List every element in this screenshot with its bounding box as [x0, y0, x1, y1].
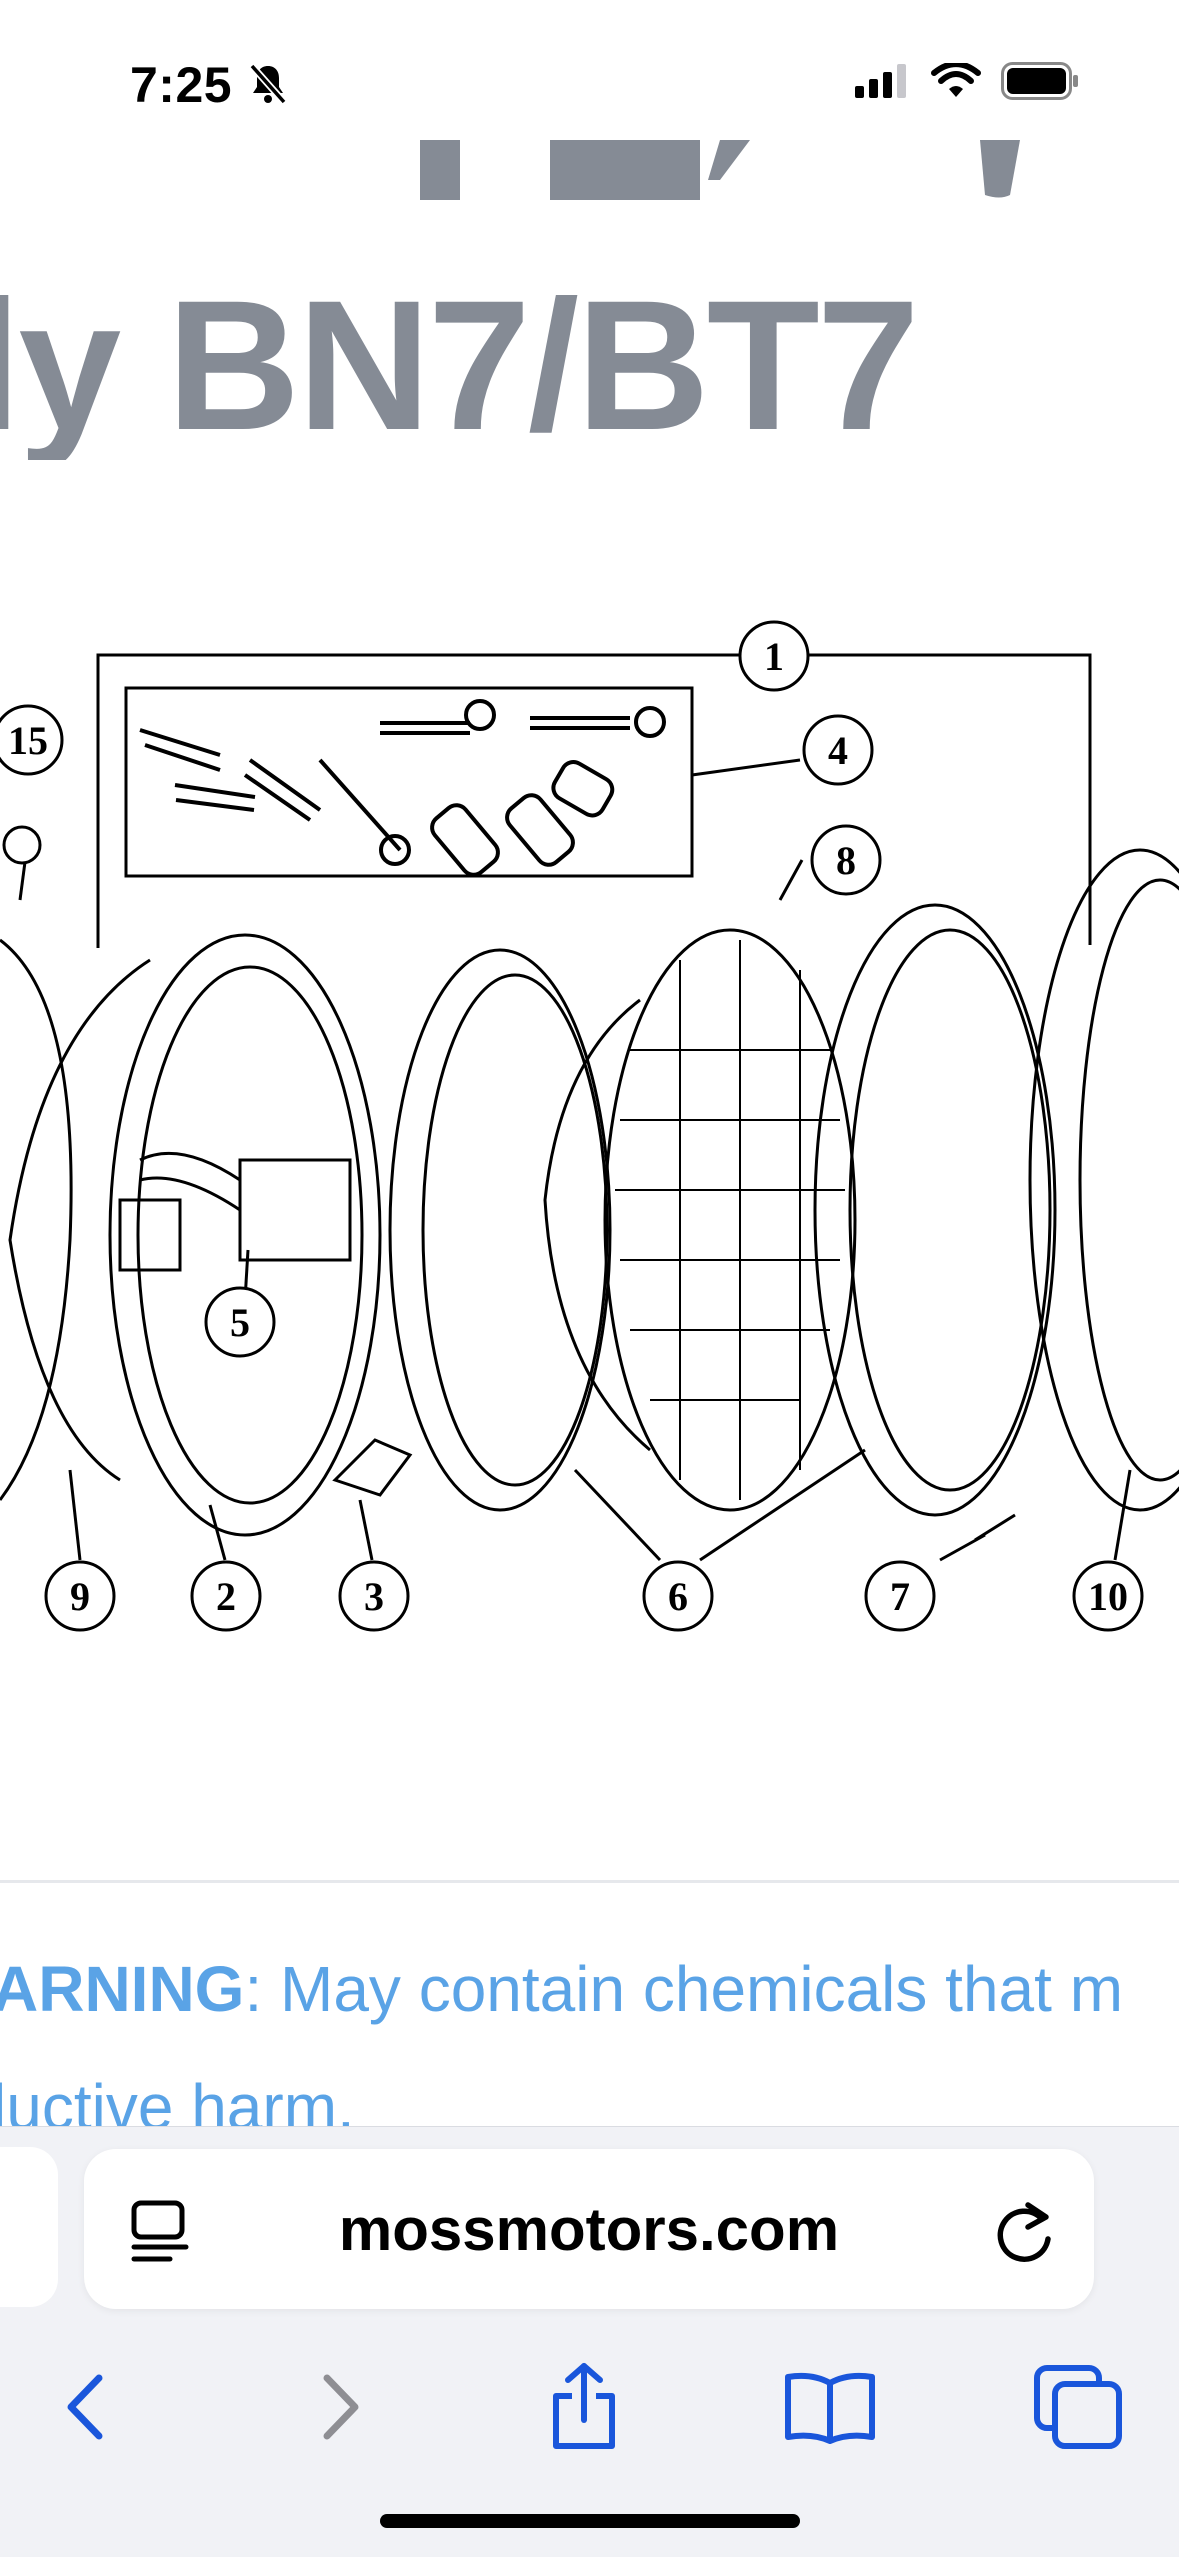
callout-3: 3	[338, 1560, 410, 1632]
svg-text:8: 8	[836, 838, 856, 883]
callout-8: 8	[810, 824, 882, 896]
callout-9: 9	[44, 1560, 116, 1632]
svg-text:15: 15	[8, 718, 48, 763]
svg-text:2: 2	[216, 1574, 236, 1619]
svg-text:1: 1	[764, 634, 784, 679]
signal-icon	[855, 64, 911, 103]
svg-text:7: 7	[890, 1574, 910, 1619]
status-icons	[855, 61, 1079, 105]
warning-label: ARNING	[0, 1953, 245, 2025]
url-text[interactable]: mossmotors.com	[338, 2196, 840, 2263]
browser-bottom-bar: mossmotors.com	[0, 2126, 1179, 2557]
bookmarks-icon[interactable]	[780, 2357, 880, 2457]
page-heading: ly BN7/BT7	[0, 140, 1179, 460]
previous-tab-preview[interactable]	[0, 2147, 58, 2307]
svg-text:9: 9	[70, 1574, 90, 1619]
page-menu-icon[interactable]	[130, 2199, 190, 2268]
status-time: 7:25	[130, 57, 233, 113]
browser-toolbar	[0, 2327, 1179, 2457]
callout-10: 10	[1072, 1560, 1144, 1632]
heading-line: ly BN7/BT7	[0, 263, 920, 460]
callout-6: 6	[642, 1560, 714, 1632]
svg-text:4: 4	[828, 728, 848, 773]
forward-icon[interactable]	[290, 2357, 390, 2457]
callout-15: 15	[0, 704, 64, 776]
warning-text: : May contain chemicals that m	[244, 1953, 1123, 2025]
svg-text:10: 10	[1088, 1574, 1128, 1619]
svg-text:6: 6	[668, 1574, 688, 1619]
headlamp-exploded-diagram: 1 4 8 15 5 9 2 3 6 7 10	[0, 600, 1179, 1660]
back-icon[interactable]	[36, 2357, 136, 2457]
callout-4: 4	[802, 714, 874, 786]
callout-5: 5	[204, 1286, 276, 1358]
heading-clipped-line	[420, 140, 1040, 200]
home-indicator[interactable]	[380, 2514, 800, 2528]
tabs-icon[interactable]	[1028, 2357, 1128, 2457]
share-icon[interactable]	[534, 2357, 634, 2457]
battery-icon	[1001, 62, 1079, 105]
svg-text:5: 5	[230, 1300, 250, 1345]
section-divider	[0, 1880, 1179, 1883]
svg-text:3: 3	[364, 1574, 384, 1619]
bell-slash-icon	[248, 62, 288, 111]
reload-icon[interactable]	[992, 2197, 1056, 2268]
address-bar[interactable]: mossmotors.com	[84, 2149, 1094, 2309]
wifi-icon	[931, 61, 981, 104]
callout-7: 7	[864, 1560, 936, 1632]
callout-2: 2	[190, 1560, 262, 1632]
callout-1: 1	[738, 620, 810, 692]
